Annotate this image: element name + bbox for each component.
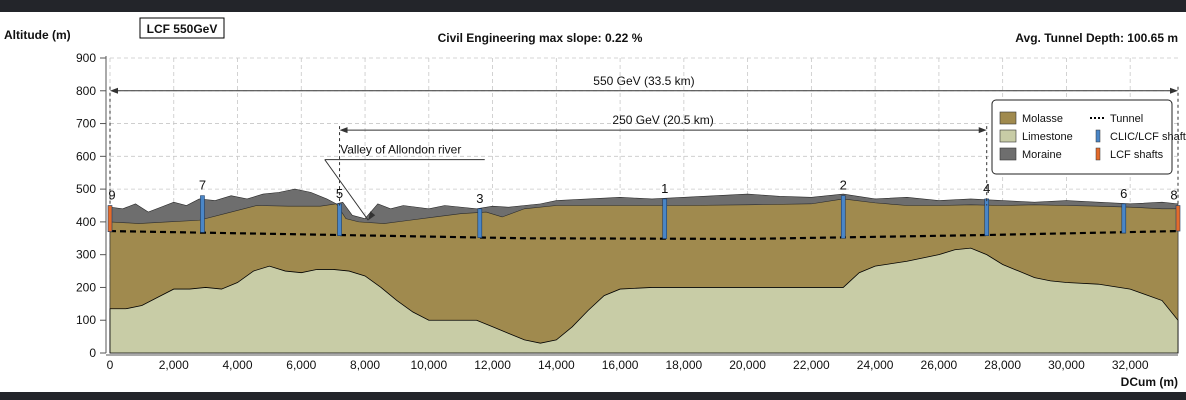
legend-label: Moraine (1022, 149, 1062, 161)
x-tick-label: 8,000 (350, 358, 380, 372)
y-tick-label: 100 (76, 313, 96, 327)
shaft-2 (840, 195, 846, 239)
range-550-label: 550 GeV (33.5 km) (593, 74, 694, 88)
shaft-5 (337, 203, 342, 236)
x-tick-label: 26,000 (921, 358, 958, 372)
shaft-label-2: 2 (840, 178, 847, 193)
axes: 0 100 200 300 400 500 600 700 800 900 0 2,000 4,000 6… (76, 51, 1178, 372)
valley-label: Valley of Allondon river (340, 143, 461, 157)
y-tick-label: 700 (76, 117, 96, 131)
tunnel-line (109, 229, 1179, 241)
x-tick-label: 30,000 (1048, 358, 1085, 372)
annotations: 550 GeV (33.5 km) 250 GeV (20.5 km) Valley… (109, 74, 1179, 221)
shaft-label-7: 7 (199, 178, 206, 193)
shaft-9 (107, 205, 113, 233)
title-box-text: LCF 550GeV (147, 22, 218, 36)
legend-swatch-moraine (999, 147, 1017, 161)
shaft-label-1: 1 (661, 181, 668, 196)
shaft-3 (477, 208, 483, 238)
legend-swatch-shaft (1095, 129, 1101, 143)
shaft-label-3: 3 (476, 191, 483, 206)
range-250-label: 250 GeV (20.5 km) (612, 113, 713, 127)
x-tick-label: 28,000 (984, 358, 1021, 372)
shaft-7 (200, 195, 205, 233)
y-tick-label: 500 (76, 182, 96, 196)
legend-label: LCF shafts (1110, 149, 1164, 161)
legend-box (991, 99, 1173, 175)
subtitle-right: Avg. Tunnel Depth: 100.65 m (1015, 31, 1178, 45)
geology-areas (109, 188, 1179, 354)
shaft-1 (662, 198, 668, 239)
legend-swatch-molasse (999, 111, 1017, 125)
valley-leader (324, 159, 369, 221)
legend-label: Limestone (1022, 131, 1073, 143)
y-tick-label: 600 (76, 149, 96, 163)
legend-label: CLIC/LCF shafts (1110, 131, 1186, 143)
tunnel-path (109, 229, 1179, 241)
shaft-8 (1175, 205, 1181, 232)
range-550-arrow-right (1170, 87, 1178, 94)
x-tick-label: 16,000 (602, 358, 639, 372)
geology-profile-chart: 975312468 550 GeV (33.5 km)250 GeV (20.5… (4, 17, 1186, 389)
x-tick-label: 2,000 (159, 358, 189, 372)
shaft-label-6: 6 (1120, 186, 1127, 201)
valley-arrowhead (368, 211, 376, 221)
legend-swatch-shaft (1095, 147, 1101, 161)
range-250-arrow-left (339, 127, 348, 134)
x-axis-label: DCum (m) (1121, 375, 1178, 389)
legend-swatch-limestone (999, 129, 1017, 143)
range-250-arrow-right (978, 127, 987, 134)
shaft-6 (1121, 203, 1127, 234)
title-box (139, 17, 225, 39)
y-tick-label: 900 (76, 51, 96, 65)
x-tick-label: 18,000 (665, 358, 702, 372)
x-tick-label: 10,000 (410, 358, 447, 372)
x-tick-label: 4,000 (223, 358, 253, 372)
shaft-label-8: 8 (1170, 188, 1177, 203)
range-550-arrow-left (110, 87, 118, 94)
x-tick-label: 12,000 (474, 358, 511, 372)
shaft-label-9: 9 (108, 188, 115, 203)
chart-panel: 975312468 550 GeV (33.5 km)250 GeV (20.5… (0, 12, 1186, 392)
y-axis-label: Altitude (m) (4, 28, 71, 42)
y-tick-label: 300 (76, 248, 96, 262)
x-tick-label: 22,000 (793, 358, 830, 372)
x-tick-label: 20,000 (729, 358, 766, 372)
x-tick-label: 32,000 (1112, 358, 1149, 372)
y-tick-label: 400 (76, 215, 96, 229)
subtitle-center: Civil Engineering max slope: 0.22 % (438, 31, 643, 45)
y-tick-label: 800 (76, 84, 96, 98)
area-limestone (109, 247, 1179, 354)
x-tick-label: 0 (107, 358, 114, 372)
x-tick-label: 24,000 (857, 358, 894, 372)
x-tick-label: 14,000 (538, 358, 575, 372)
legend-label: Tunnel (1110, 113, 1143, 125)
y-tick-label: 200 (76, 280, 96, 294)
y-tick-label: 0 (89, 346, 96, 360)
x-tick-label: 6,000 (286, 358, 316, 372)
legend-label: Molasse (1022, 113, 1063, 125)
